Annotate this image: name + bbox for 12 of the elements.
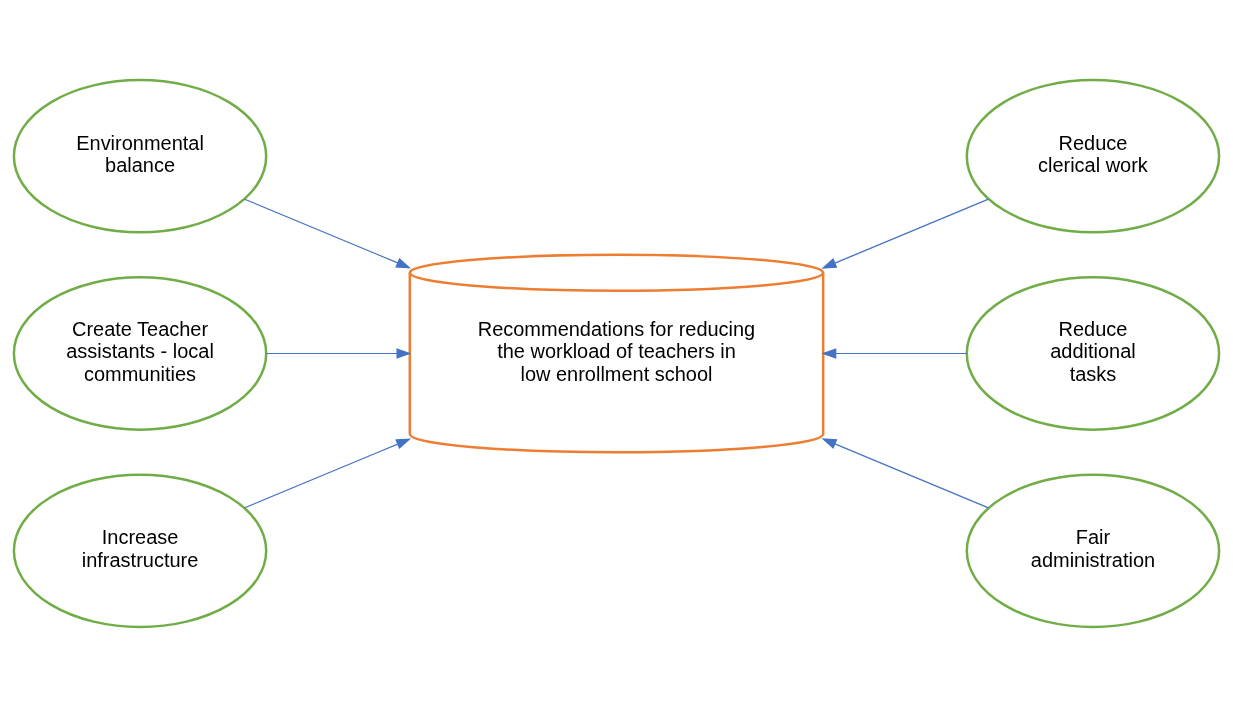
arrow [265,348,412,359]
arrow [821,198,990,269]
node-ellipse: Increase infrastructure [12,473,268,629]
arrow [821,348,968,359]
node-ellipse: Reduce clerical work [965,78,1221,234]
node-ellipse: Reduce additional tasks [965,276,1221,431]
arrow [821,438,990,509]
node-ellipse: Create Teacher assistants - local communities [12,276,268,431]
node-ellipse: Environmental balance [12,78,268,234]
node-ellipse: Fair administration [965,473,1221,629]
arrow [244,198,412,269]
arrow [244,438,412,509]
